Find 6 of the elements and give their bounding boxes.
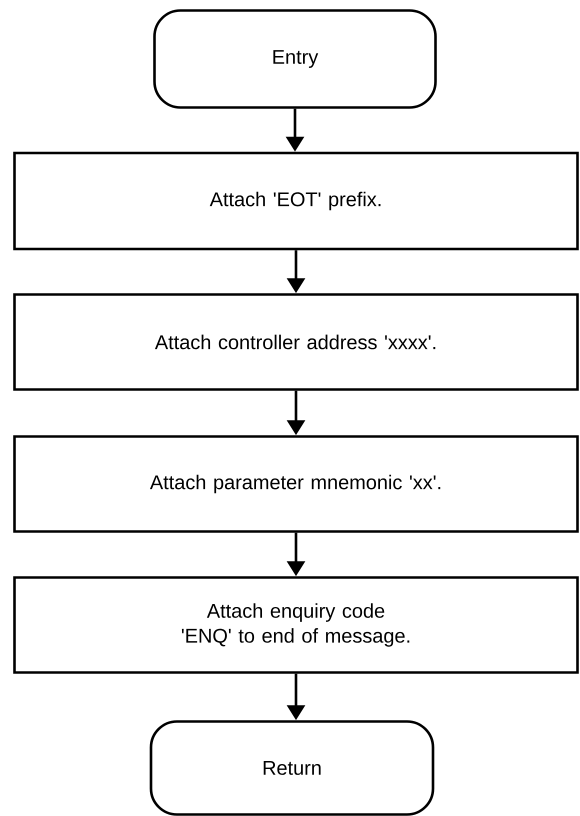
process-box: Attach parameter mnemonic 'xx'. xyxy=(13,435,579,533)
terminal-box: Entry xyxy=(153,9,437,109)
process-box: Attach controller address 'xxxx'. xyxy=(13,293,579,391)
process-box: Attach 'EOT' prefix. xyxy=(13,152,579,250)
process-box: Attach enquiry code 'ENQ' to end of message. xyxy=(13,576,579,674)
terminal-box: Return xyxy=(150,720,434,816)
